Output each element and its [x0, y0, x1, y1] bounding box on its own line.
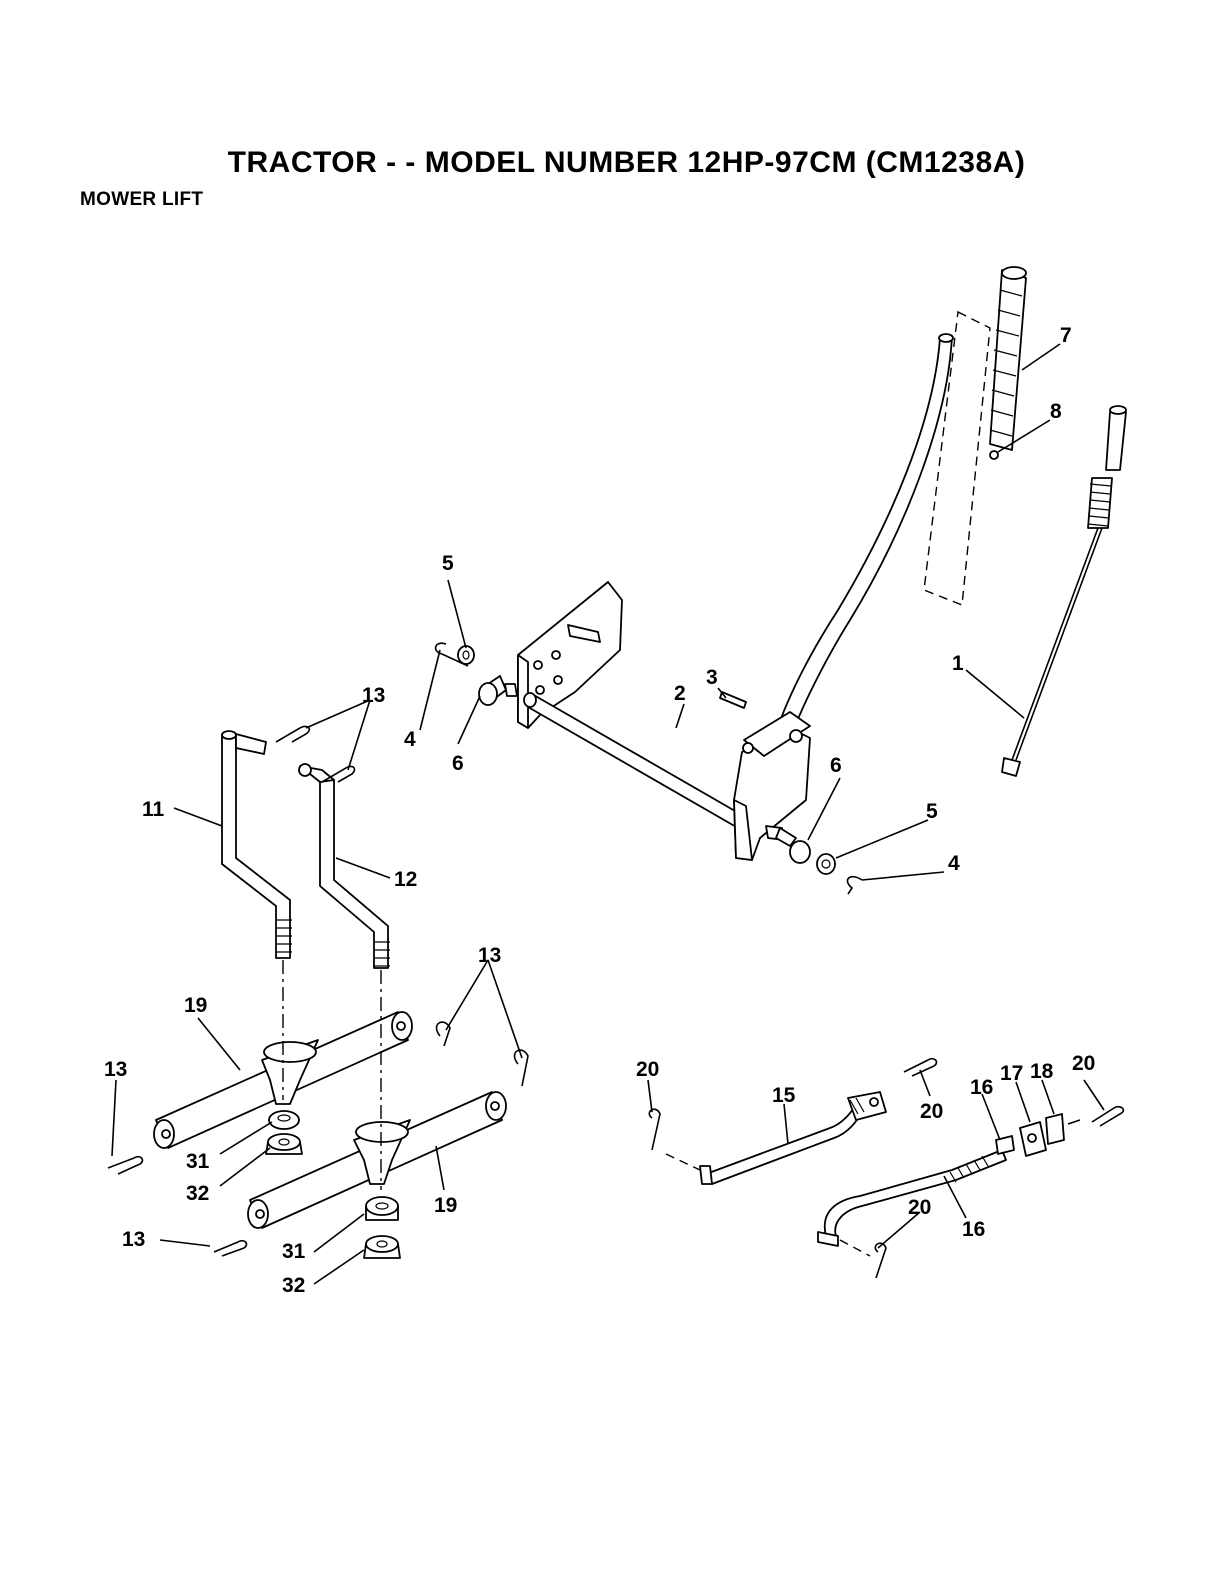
callout-13-left: 13 [104, 1058, 127, 1081]
handle-bracket [734, 712, 810, 860]
leader-lines [112, 344, 1104, 1284]
spring-pin [990, 451, 998, 459]
callout-5-right: 5 [926, 800, 938, 823]
washer-right [817, 854, 835, 874]
leader-dash-20b [840, 1240, 870, 1256]
lift-shaft [505, 684, 742, 828]
bushing-left [479, 676, 506, 705]
callout-2: 2 [674, 682, 686, 705]
callout-16-hardware: 16 [970, 1076, 993, 1099]
callout-20-mid: 20 [920, 1100, 943, 1123]
callout-20-bottom: 20 [908, 1196, 931, 1219]
callout-13-bottom: 13 [122, 1228, 145, 1251]
callout-1: 1 [952, 652, 964, 675]
spacer-rear [269, 1111, 299, 1129]
callout-12: 12 [394, 868, 417, 891]
adjuster-hardware [996, 1114, 1080, 1156]
leader-dash-20 [666, 1154, 700, 1170]
bushing-right [776, 828, 810, 863]
callout-31-rear: 31 [186, 1150, 210, 1173]
callout-15: 15 [772, 1084, 796, 1107]
callout-7: 7 [1060, 324, 1072, 347]
callout-13-side: 13 [478, 944, 501, 967]
callout-18: 18 [1030, 1060, 1054, 1083]
callout-6-left: 6 [452, 752, 464, 775]
lift-link-left [222, 731, 292, 958]
callout-20-left: 20 [636, 1058, 659, 1081]
callout-19-front: 19 [434, 1194, 457, 1217]
callout-4-right: 4 [948, 852, 960, 875]
lift-link-rod [1002, 406, 1126, 776]
hairpin-clip-13-side [437, 1022, 529, 1086]
callout-31-front: 31 [282, 1240, 306, 1263]
callout-5-left: 5 [442, 552, 454, 575]
spacer-front [366, 1197, 398, 1220]
lift-link-right [299, 764, 390, 968]
nut-rear [266, 1134, 302, 1154]
washer-left [458, 646, 474, 664]
callout-17: 17 [1000, 1062, 1023, 1085]
callout-8: 8 [1050, 400, 1062, 423]
callout-20-right: 20 [1072, 1052, 1095, 1075]
callout-16-rod: 16 [962, 1218, 985, 1241]
callout-13-top: 13 [362, 684, 385, 707]
callout-19-rear: 19 [184, 994, 207, 1017]
callout-32-front: 32 [282, 1274, 305, 1297]
callout-11: 11 [142, 798, 165, 821]
lift-handle [772, 312, 990, 745]
nut-front [364, 1236, 400, 1258]
hairpin-clip-right [847, 877, 862, 894]
callout-6-right: 6 [830, 754, 842, 777]
callout-3: 3 [706, 666, 718, 689]
handle-grip [990, 267, 1026, 450]
callout-4-left: 4 [404, 728, 416, 751]
callout-32-rear: 32 [186, 1182, 209, 1205]
